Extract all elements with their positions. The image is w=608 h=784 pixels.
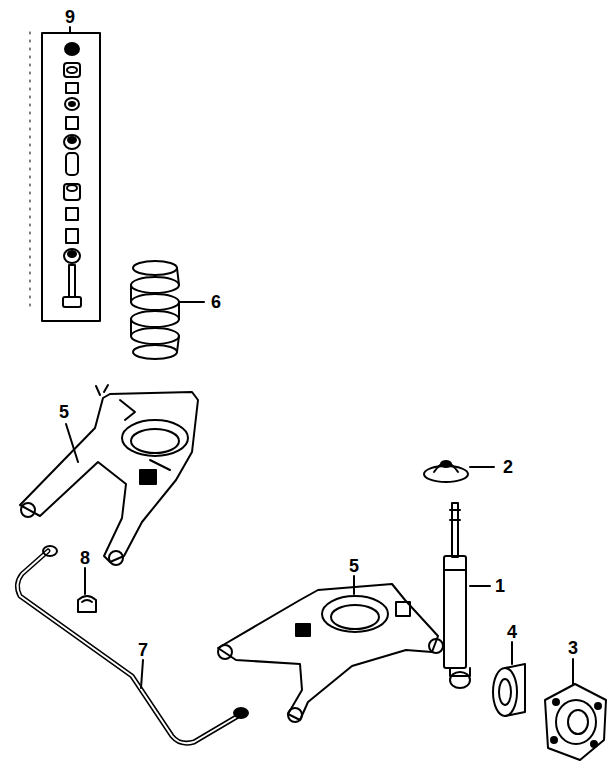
bar-bushing-part: [78, 596, 96, 612]
control-arm-part: [140, 470, 156, 484]
wheel-hub-part: [551, 737, 557, 743]
bar-bushing-part: [82, 600, 92, 602]
control-arm-part: [429, 639, 443, 653]
callout-number: 6: [210, 293, 222, 311]
hardware-kit-part: [69, 102, 75, 106]
leader-line: [69, 27, 71, 33]
hardware-kit-part: [66, 208, 78, 220]
control-arm-part: [331, 605, 379, 629]
stabilizer-bar-part: [17, 551, 238, 743]
hardware-kit-part: [42, 33, 100, 321]
callout-number: 8: [79, 549, 91, 567]
hardware-kit-part: [66, 117, 78, 129]
leader-line: [511, 642, 513, 664]
coil-spring-part: [133, 261, 177, 275]
leader-line: [470, 585, 490, 587]
hardware-kit-part: [66, 229, 78, 243]
coil-spring-part: [131, 328, 179, 344]
control-arm: [20, 385, 198, 565]
hardware-kit-part: [66, 83, 78, 93]
leader-line: [66, 424, 78, 462]
coil-spring: [131, 261, 179, 359]
coil-spring-part: [131, 268, 179, 352]
hardware-kit-part: [65, 98, 79, 110]
leader-line: [180, 301, 204, 303]
shock-absorber-part: [450, 510, 460, 520]
control-arm-part: [122, 420, 188, 456]
leader-line: [572, 659, 574, 684]
hardware-kit-part: [66, 153, 78, 175]
callout-number: 4: [506, 623, 518, 641]
control-arm-part: [218, 645, 232, 659]
shock-absorber-part: [452, 503, 458, 557]
shock-mount: [424, 461, 468, 482]
callout-number: 5: [348, 557, 360, 575]
coil-spring-part: [131, 294, 179, 310]
leader-line: [141, 660, 143, 688]
wheel-bearing-part: [499, 679, 511, 705]
control-arm-part: [21, 503, 35, 517]
hardware-kit-part: [64, 249, 80, 263]
hardware-kit-part: [64, 63, 80, 77]
hardware-kit-part: [65, 43, 79, 55]
shock-absorber-part: [444, 569, 466, 571]
coil-spring-part: [131, 277, 179, 293]
wheel-hub-part: [553, 699, 559, 705]
wheel-hub-part: [556, 700, 596, 744]
callout-number: 9: [64, 8, 76, 26]
leader-line: [470, 466, 494, 468]
wheel-bearing-part: [505, 664, 525, 716]
wheel-bearing: [493, 664, 525, 716]
control-arm: [218, 584, 443, 722]
control-arm-part: [396, 602, 410, 616]
hardware-kit-part: [64, 184, 80, 200]
shock-absorber-part: [444, 556, 466, 668]
hardware-kit: [30, 32, 100, 321]
bar-bushing: [78, 596, 96, 612]
control-arm-part: [109, 551, 123, 565]
leader-line: [84, 568, 86, 594]
hardware-kit-part: [69, 265, 75, 297]
callout-number: 1: [494, 577, 506, 595]
coil-spring-part: [133, 345, 177, 359]
control-arm-part: [131, 429, 179, 453]
stabilizer-bar-part: [43, 546, 57, 556]
wheel-hub-part: [595, 703, 601, 709]
hardware-kit-part: [30, 32, 31, 312]
coil-spring-part: [131, 311, 179, 327]
control-arm-part: [120, 400, 170, 470]
callout-number: 7: [137, 641, 149, 659]
shock-mount-part: [424, 466, 468, 482]
wheel-hub: [545, 684, 606, 760]
hardware-kit-part: [68, 137, 76, 143]
callout-number: 5: [58, 403, 70, 421]
hardware-kit-part: [63, 297, 81, 307]
stabilizer-bar: [17, 546, 248, 743]
shock-absorber-part: [450, 672, 470, 688]
hardware-kit-part: [68, 251, 76, 257]
control-arm-part: [322, 596, 388, 632]
control-arm-part: [218, 584, 438, 720]
wheel-hub-part: [545, 684, 606, 760]
stabilizer-bar-part: [234, 708, 248, 718]
control-arm-part: [96, 385, 108, 395]
stabilizer-bar-part: [17, 551, 238, 743]
callout-number: 2: [502, 458, 514, 476]
hardware-kit-part: [67, 185, 77, 191]
leader-line: [353, 576, 355, 594]
shock-absorber: [444, 503, 470, 688]
hardware-kit-part: [67, 67, 77, 73]
control-arm-part: [288, 708, 302, 722]
wheel-hub-part: [591, 741, 597, 747]
wheel-hub-part: [568, 710, 588, 734]
callout-number: 3: [567, 639, 579, 657]
wheel-bearing-part: [493, 668, 517, 716]
control-arm-part: [20, 392, 198, 562]
shock-mount-part: [441, 461, 451, 467]
hardware-kit-part: [64, 135, 80, 149]
control-arm-part: [296, 624, 310, 636]
